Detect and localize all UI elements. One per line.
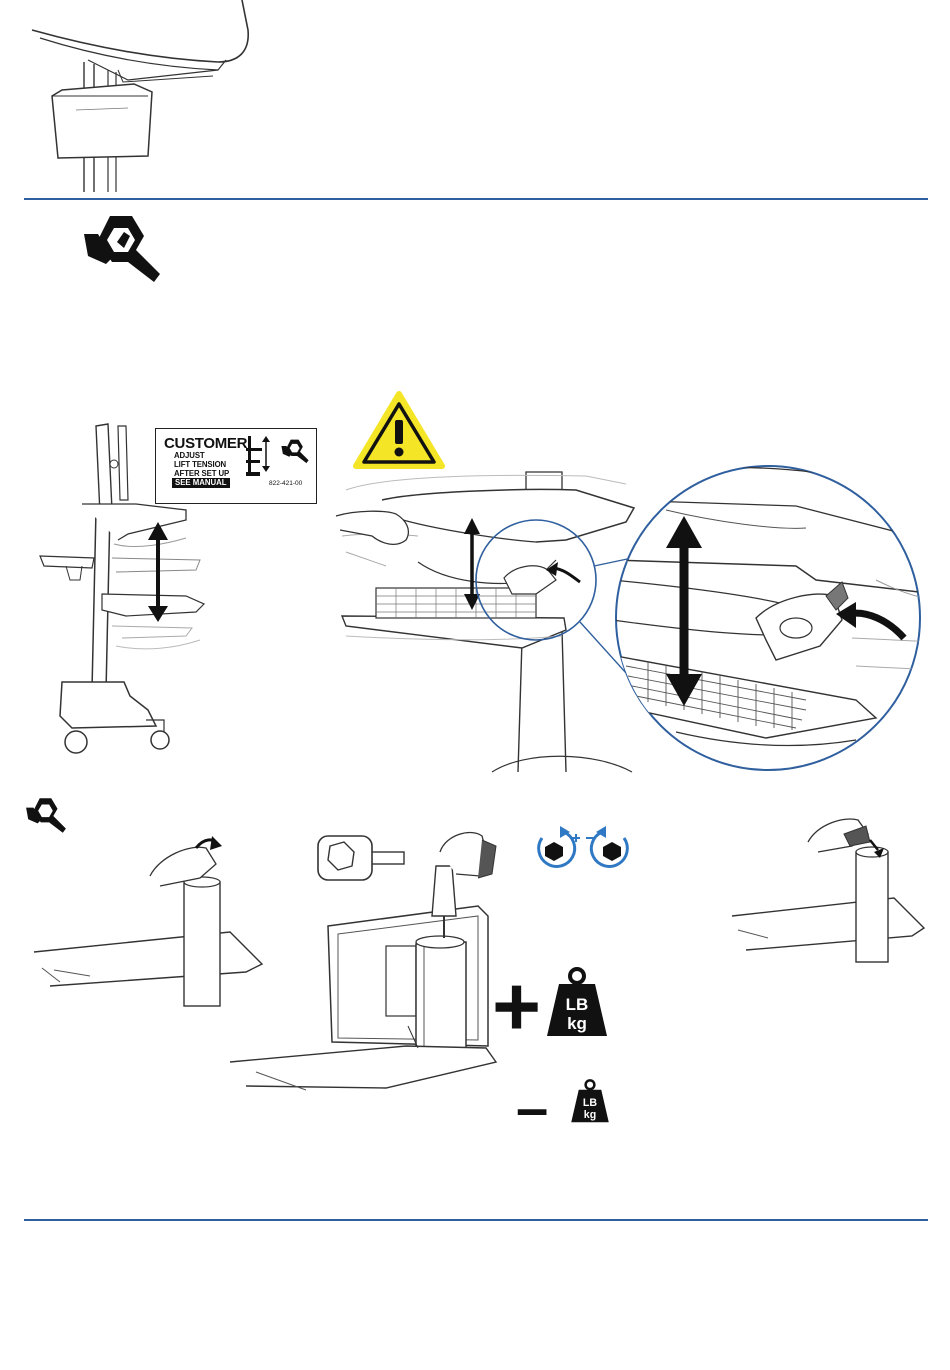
label-wrench-icon xyxy=(280,435,310,467)
warning-icon xyxy=(352,390,446,470)
section-divider-top xyxy=(24,198,928,200)
label-part-number: 822-421-00 xyxy=(269,480,302,487)
worksurface-lever-illustration xyxy=(336,470,948,775)
decrease-sign: – xyxy=(516,1080,548,1138)
label-cart-mini-icon xyxy=(244,434,272,480)
label-line-lift-tension: LIFT TENSION xyxy=(174,460,226,469)
rotate-counterclockwise-icon xyxy=(586,824,636,872)
customer-adjust-label: CUSTOMER: ADJUST LIFT TENSION AFTER SET … xyxy=(155,428,317,504)
adjust-tension-illustration xyxy=(226,826,504,1096)
top-cart-illustration xyxy=(28,0,258,195)
wrench-hand-small-icon xyxy=(24,796,68,834)
rotate-clockwise-icon xyxy=(532,824,582,872)
label-title: CUSTOMER: xyxy=(164,435,252,452)
weight-unit-bottom-small: kg xyxy=(584,1109,596,1121)
weight-unit-bottom-large: kg xyxy=(567,1014,587,1033)
increase-sign: + xyxy=(492,964,541,1048)
wrench-hand-icon xyxy=(80,212,164,284)
weight-unit-top-large: LB xyxy=(566,995,589,1014)
weight-unit-top-small: LB xyxy=(583,1097,597,1109)
section-divider-bottom xyxy=(24,1219,928,1221)
weight-icon-small: LB kg xyxy=(570,1076,610,1126)
label-see-manual: SEE MANUAL xyxy=(172,478,230,488)
label-line-adjust: ADJUST xyxy=(174,451,205,460)
weight-icon-large: LB kg xyxy=(545,966,609,1038)
replace-cap-illustration xyxy=(728,812,928,964)
label-line-after-set-up: AFTER SET UP xyxy=(174,469,229,478)
